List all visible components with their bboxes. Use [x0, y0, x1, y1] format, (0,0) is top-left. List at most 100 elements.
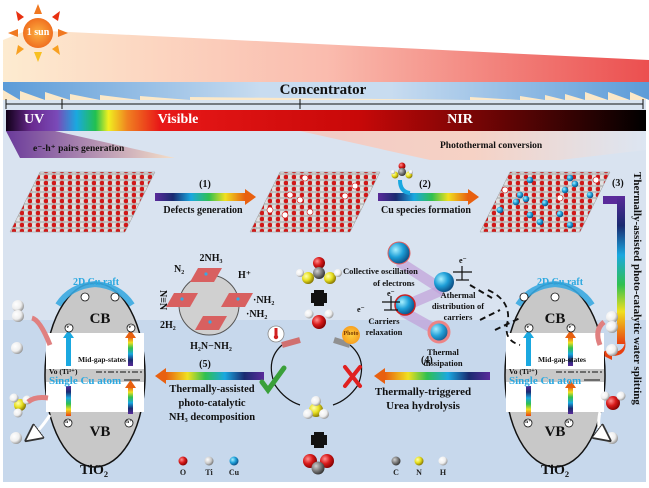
right-vb-label: VB	[544, 424, 566, 440]
right-raft-label: 2D Cu raft	[536, 277, 584, 288]
left-cb-electron-2: e⁻	[128, 325, 134, 330]
step5-number: (5)	[199, 359, 211, 370]
tio2-slab-pristine	[9, 171, 156, 233]
legend-o: O	[179, 468, 187, 477]
left-raft-label: 2D Cu raft	[72, 277, 120, 288]
legend-h: H	[439, 468, 447, 477]
step1-arrow	[155, 189, 256, 205]
left-vb-hole-1: h⁺	[65, 420, 71, 425]
step1-number: (1)	[199, 179, 211, 190]
left-vb-label: VB	[89, 424, 111, 440]
step3-arrow	[600, 196, 626, 360]
step4-line2: Urea hydrolysis	[386, 400, 460, 412]
plasmon-electron-top: e⁻	[459, 256, 467, 265]
right-cb-label: CB	[544, 311, 566, 327]
cycle-hydrazine: H₂N−NH₂	[190, 341, 232, 352]
right-material-label: TiO₂	[540, 463, 570, 478]
nir-effect-fan	[300, 131, 646, 160]
check-icon	[259, 365, 287, 395]
left-vo-label: Vo (Ti³⁺)	[49, 367, 78, 376]
legend-cu: Cu	[228, 468, 240, 477]
photo-badge	[342, 326, 360, 344]
cross-icon	[343, 365, 362, 388]
legend-atoms	[178, 456, 448, 466]
plasmon-athermal-1: Athermal	[440, 290, 476, 300]
plasmon-athermal-2: distribution of	[431, 301, 485, 311]
step3-label: Thermally-assisted photo-catalytic water…	[631, 172, 643, 405]
step5-line1: Thermally-assisted	[169, 384, 255, 395]
wavelength-range-lines	[5, 99, 644, 109]
cycle-h-plus: H⁺	[238, 270, 252, 281]
uv-effect-fan	[6, 131, 175, 158]
right-midgap-label: Mid-gap-states	[538, 355, 586, 364]
step2-number: (2)	[419, 179, 431, 190]
plasmon-relaxation-2: relaxation	[365, 327, 403, 337]
nir-effect-label: Photothermal conversion	[440, 141, 543, 151]
right-cb-electron-2: e⁻	[568, 325, 574, 330]
step2-arrow	[378, 179, 479, 205]
cycle-nh2-right: ·NH₂	[253, 295, 275, 306]
plus-icon-bottom	[311, 432, 327, 448]
plasmon-collective-2: of electrons	[373, 278, 415, 288]
right-cb-electron-1: e⁻	[526, 325, 532, 330]
uv-label: UV	[24, 112, 45, 127]
step5-line3: NH₃ decomposition	[168, 412, 256, 423]
right-vb-hole-2: h⁺	[566, 420, 572, 425]
co2-molecule	[303, 454, 334, 475]
urea-molecule-small	[391, 162, 413, 179]
right-vb-hole-1: h⁺	[525, 420, 531, 425]
cycle-nh2-lower: ·NH₂	[246, 309, 268, 320]
step5-arrow	[155, 368, 264, 384]
step1-label: Defects generation	[163, 205, 243, 216]
plasmon-dissipation-1: Thermal	[427, 347, 459, 357]
nir-label: NIR	[447, 112, 473, 127]
plasmon-athermal-3: carriers	[443, 312, 473, 322]
cu-tio2-slab	[479, 171, 611, 233]
cycle-2h2: 2H₂	[160, 320, 176, 331]
uv-effect-label: e⁻-h⁺ pairs generation	[33, 144, 125, 154]
legend-n: N	[416, 468, 422, 477]
thermal-path-arrow	[270, 337, 301, 406]
plasmon-dissipation-2: dissipation	[423, 358, 463, 368]
step4-line1: Thermally-triggered	[374, 386, 472, 398]
step4-number: (4)	[421, 355, 433, 366]
water-molecule	[304, 309, 334, 329]
step3-number: (3)	[612, 178, 624, 189]
step2-label: Cu species formation	[381, 205, 471, 216]
ammonia-molecule	[303, 396, 329, 419]
band-diagram-right	[504, 280, 606, 468]
left-material-label: TiO₂	[79, 463, 109, 478]
concentrator-label: Concentrator	[279, 82, 367, 98]
spectrum-bar	[6, 110, 646, 131]
band-diagram-left	[44, 280, 146, 468]
plasmon-process-diagram	[382, 241, 521, 346]
cycle-n-triple: N≡N	[157, 290, 168, 311]
legend-c: C	[393, 468, 399, 477]
photo-badge-label: Photo	[343, 331, 359, 337]
left-vb-hole-2: h⁺	[126, 420, 132, 425]
plus-icon-top	[311, 290, 327, 306]
plasmon-electron-left: e⁻	[387, 289, 395, 298]
left-cb-electron-1: e⁻	[66, 325, 72, 330]
right-single-cu-label: Single Cu atom	[509, 375, 582, 387]
left-single-cu-label: Single Cu atom	[49, 375, 122, 387]
sun-icon	[8, 4, 68, 62]
urea-molecule	[296, 257, 342, 284]
legend-ti: Ti	[205, 468, 213, 477]
cycle-2nh3: 2NH₃	[199, 253, 223, 264]
nh3-decomposition-cycle	[166, 268, 253, 336]
concentrator-lens	[3, 82, 649, 100]
visible-label: Visible	[157, 112, 199, 127]
left-cb-label: CB	[89, 311, 111, 327]
left-side-molecules	[9, 300, 53, 444]
right-vo-label: Vo (Ti³⁺)	[509, 367, 538, 376]
step5-line2: photo-catalytic	[178, 398, 246, 409]
tio2-slab-defective	[249, 171, 381, 233]
right-side-molecules	[598, 311, 626, 444]
thermometer-icon	[267, 325, 285, 343]
sunlight-beam	[3, 30, 649, 82]
plasmon-collective-1: Collective oscillation	[343, 266, 418, 276]
left-midgap-label: Mid-gap-states	[78, 355, 126, 364]
